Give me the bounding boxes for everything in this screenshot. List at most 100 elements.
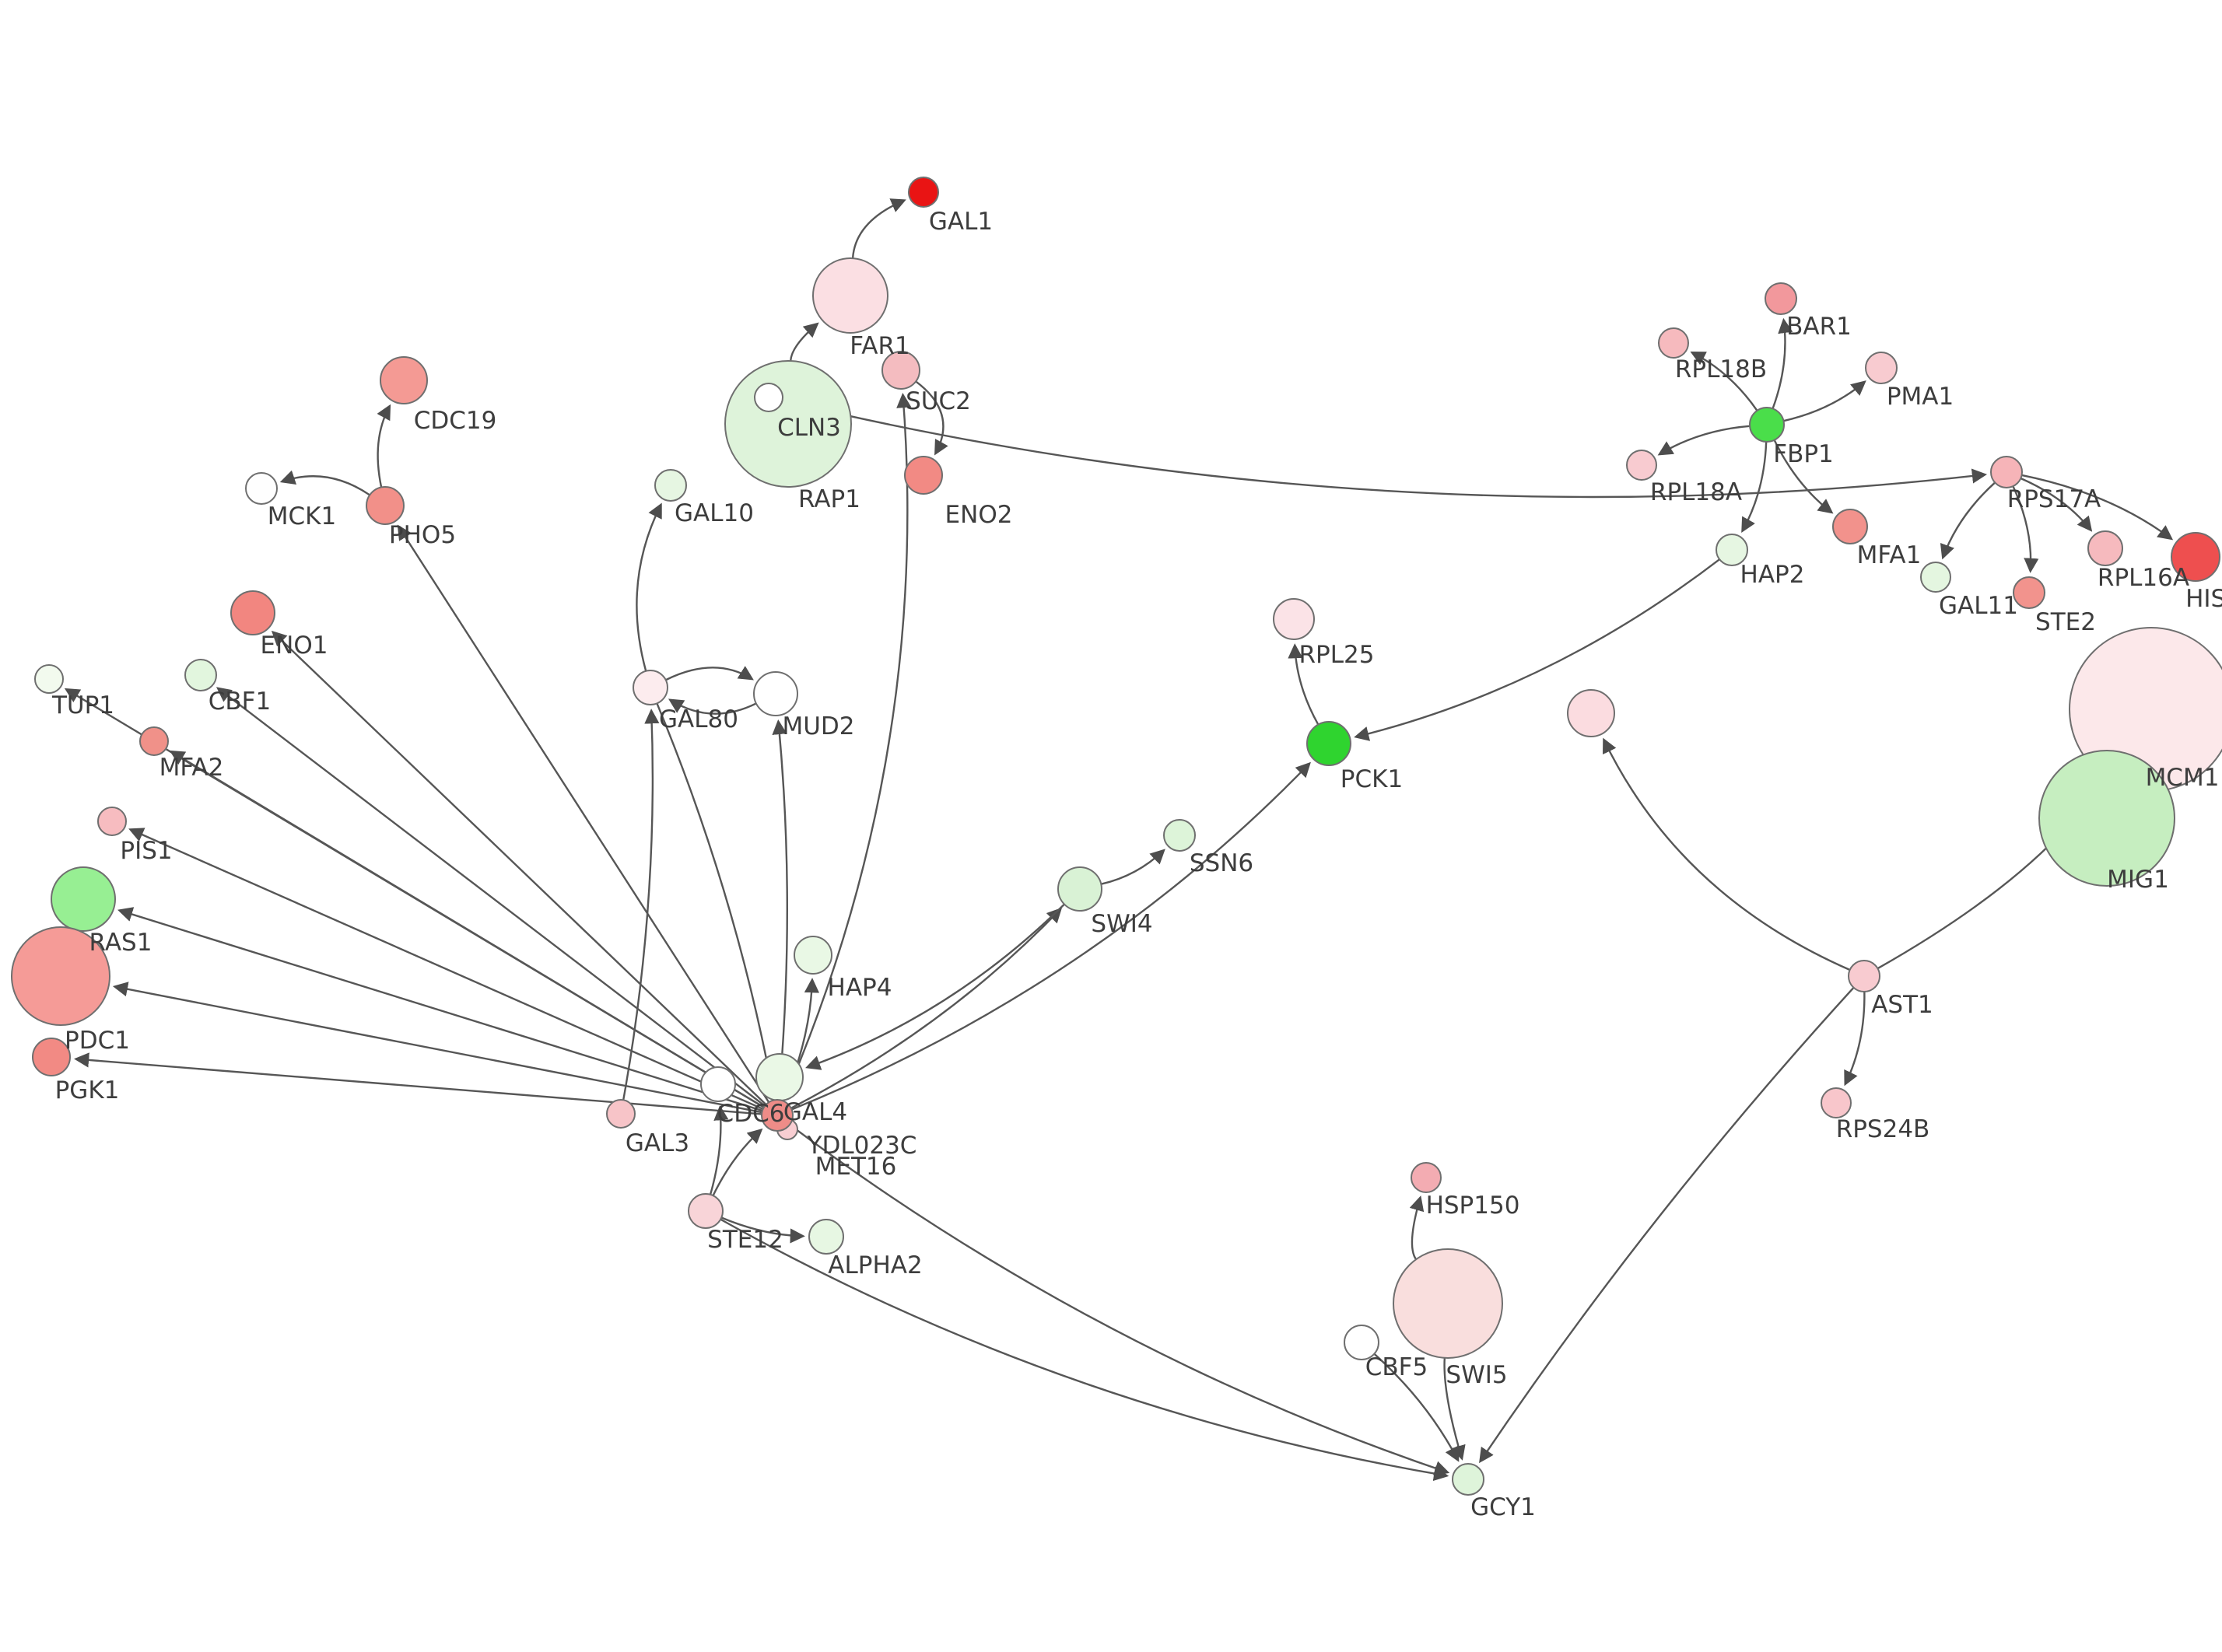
- node-RAS1[interactable]: [51, 866, 116, 932]
- edge-RPS17A-HIS4[interactable]: [2021, 474, 2174, 541]
- node-GCY1[interactable]: [1452, 1463, 1484, 1496]
- edge-SWI5-HSP150[interactable]: [1409, 1195, 1425, 1260]
- node-HSP150[interactable]: [1411, 1162, 1442, 1193]
- node-STE2[interactable]: [2013, 576, 2045, 609]
- node-ENO1[interactable]: [230, 590, 275, 635]
- node-CDC6[interactable]: [700, 1066, 736, 1102]
- edge-GAL3-GAL80[interactable]: [622, 709, 660, 1101]
- node-CDC19[interactable]: [380, 356, 428, 404]
- node-HIS4[interactable]: [2171, 532, 2220, 582]
- edge-CLN3-FAR1[interactable]: [790, 322, 819, 362]
- edge-GAL4-RAS1[interactable]: [117, 907, 763, 1112]
- node-FAR1[interactable]: [812, 257, 888, 334]
- edge-GAL4-GCY1[interactable]: [789, 1124, 1450, 1475]
- node-SWI5[interactable]: [1393, 1248, 1503, 1359]
- edge-PCK1-RPL25[interactable]: [1288, 643, 1320, 726]
- node-MFA2[interactable]: [139, 726, 169, 756]
- edge-SUC2-ENO2[interactable]: [915, 380, 948, 456]
- edge-FBP1-MFA1[interactable]: [1773, 439, 1834, 514]
- edge-SWI4-SSN6[interactable]: [1101, 849, 1165, 885]
- edge-FBP1-BAR1[interactable]: [1772, 317, 1793, 409]
- edge-GAL4-PGK1[interactable]: [74, 1052, 762, 1115]
- node-HAP4[interactable]: [794, 936, 832, 975]
- node-PMA1[interactable]: [1865, 352, 1898, 384]
- edge-STE12-GCY1[interactable]: [720, 1218, 1449, 1482]
- node-SWI4[interactable]: [1057, 866, 1102, 912]
- edge-FBP1-PMA1[interactable]: [1783, 380, 1866, 422]
- node-GAL11[interactable]: [1920, 562, 1951, 593]
- edge-AST1-NODE1[interactable]: [1603, 737, 1851, 971]
- edge-FAR1-GAL1[interactable]: [851, 198, 906, 259]
- node-NODE1[interactable]: [1567, 689, 1615, 737]
- node-GAL1[interactable]: [908, 177, 939, 208]
- node-PIS1[interactable]: [97, 807, 127, 836]
- edge-RPS17A-RPL16A[interactable]: [2020, 477, 2093, 532]
- edge-GAL4-PIS1[interactable]: [128, 828, 764, 1111]
- node-GAL3[interactable]: [606, 1099, 636, 1129]
- edge-RAP1-RPS17A[interactable]: [782, 400, 1988, 499]
- node-RPL18A[interactable]: [1626, 450, 1657, 481]
- edge-SWI5-GCY1[interactable]: [1443, 1357, 1466, 1461]
- node-STE12[interactable]: [688, 1193, 724, 1229]
- edge-STE12-ALPHA2[interactable]: [720, 1216, 805, 1244]
- edge-GAL4-SUC2[interactable]: [782, 393, 912, 1102]
- node-GAL80[interactable]: [633, 670, 668, 705]
- node-RPL18B[interactable]: [1658, 327, 1689, 359]
- node-CBF5[interactable]: [1344, 1325, 1379, 1360]
- edge-PHO5-CDC19[interactable]: [377, 404, 391, 488]
- node-PGK1[interactable]: [32, 1038, 71, 1076]
- edge-PHO5-MCK1[interactable]: [279, 470, 370, 496]
- node-PCK1[interactable]: [1306, 721, 1351, 766]
- edge-GAL80-GAL4[interactable]: [656, 702, 779, 1097]
- edge-CBF5-GCY1[interactable]: [1373, 1353, 1460, 1462]
- edge-GAL4-MFA2[interactable]: [169, 750, 765, 1108]
- node-FBP1[interactable]: [1749, 407, 1785, 443]
- edge-GAL4-PDC1[interactable]: [112, 982, 762, 1114]
- edge-AST1-GCY1[interactable]: [1479, 986, 1855, 1464]
- node-RPL25[interactable]: [1273, 598, 1315, 640]
- edge-GAL80-MUD2[interactable]: [665, 666, 754, 681]
- edge-GAL4-PCK1[interactable]: [791, 761, 1311, 1111]
- edge-GAL4-PHO5[interactable]: [397, 524, 770, 1103]
- node-HAP2[interactable]: [1716, 534, 1748, 566]
- edge-STE12-CDC6[interactable]: [709, 1105, 729, 1195]
- node-MUD2[interactable]: [753, 671, 798, 716]
- node-SSN6[interactable]: [1163, 819, 1196, 852]
- node-label-PDC1: PDC1: [65, 1027, 130, 1055]
- node-RPS17A[interactable]: [1990, 456, 2023, 488]
- edge-HAP2-PCK1[interactable]: [1354, 558, 1720, 741]
- node-GAL10[interactable]: [654, 469, 687, 502]
- node-MCK1[interactable]: [245, 472, 278, 505]
- edge-GAL4-ENO1[interactable]: [271, 630, 767, 1106]
- node-MIG1[interactable]: [2038, 750, 2175, 887]
- edge-RPS17A-STE2[interactable]: [2012, 485, 2039, 573]
- node-AST1[interactable]: [1848, 960, 1880, 992]
- edge-GAL4-MUD2[interactable]: [772, 719, 788, 1101]
- edge-RPS17A-GAL11[interactable]: [1940, 481, 1996, 560]
- node-RPS24B[interactable]: [1821, 1087, 1852, 1118]
- node-PDC1[interactable]: [11, 926, 110, 1026]
- edge-STE12-GAL4[interactable]: [712, 1128, 763, 1196]
- edge-AST1-RPS24B[interactable]: [1844, 991, 1866, 1087]
- node-PHO5[interactable]: [366, 486, 405, 525]
- node-TUP1[interactable]: [34, 664, 64, 694]
- edge-FBP1-RPL18B[interactable]: [1690, 351, 1758, 411]
- edge-GAL4-SWI4[interactable]: [790, 907, 1063, 1109]
- edge-GAL4-CBF1[interactable]: [216, 687, 766, 1107]
- edge-GAL80-GAL10[interactable]: [636, 502, 662, 672]
- node-CBF1[interactable]: [184, 659, 217, 691]
- node-RPL16A[interactable]: [2087, 530, 2123, 566]
- node-YDL023C[interactable]: [755, 1053, 804, 1101]
- node-BAR1[interactable]: [1765, 282, 1797, 315]
- node-RAP1[interactable]: [754, 383, 783, 412]
- node-GAL4[interactable]: [761, 1099, 794, 1132]
- edge-SWI4-YDL023C[interactable]: [805, 903, 1065, 1070]
- node-ENO2[interactable]: [904, 456, 943, 495]
- edge-MUD2-GAL80[interactable]: [668, 698, 757, 715]
- node-SUC2[interactable]: [881, 351, 920, 390]
- edge-FBP1-HAP2[interactable]: [1741, 441, 1768, 534]
- edge-FBP1-RPL18A[interactable]: [1657, 425, 1751, 456]
- node-ALPHA2[interactable]: [808, 1219, 844, 1255]
- node-MFA1[interactable]: [1832, 509, 1868, 544]
